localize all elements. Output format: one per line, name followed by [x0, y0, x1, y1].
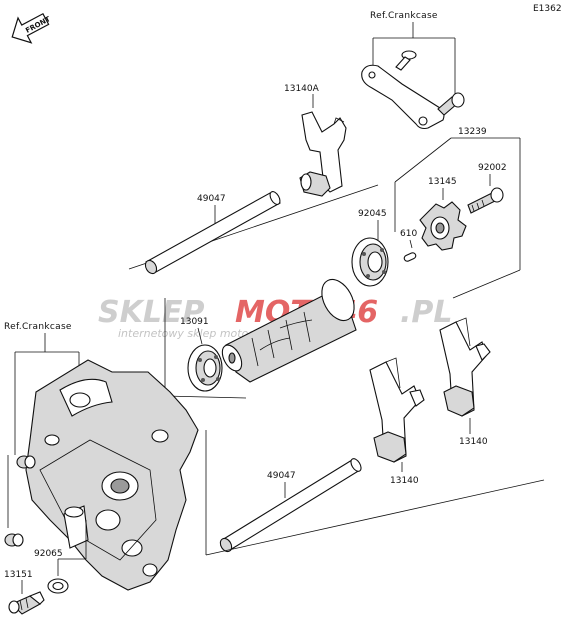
bolt-top-small	[395, 50, 417, 71]
plug-lower	[4, 533, 24, 547]
fork-shaft-49047-top	[144, 191, 281, 275]
shift-drum-13091	[221, 278, 357, 383]
front-arrow-icon: FRONT	[11, 12, 52, 44]
bolt-92002	[467, 187, 504, 214]
diagram-code: E1362	[533, 4, 562, 14]
bolt-top-right	[437, 92, 465, 116]
neutral-switch-13151	[8, 591, 45, 615]
label-13239: 13239	[458, 127, 487, 137]
plug-upper	[16, 455, 36, 469]
fork-shaft-49047-bottom	[219, 458, 362, 553]
label-13151: 13151	[4, 570, 33, 580]
label-13140-right: 13140	[459, 437, 488, 447]
shift-fork-13140A	[299, 111, 347, 197]
leader-92065	[57, 520, 87, 576]
label-610: 610	[400, 229, 417, 239]
watermark-brand-a: SKLEP	[98, 295, 204, 330]
ref-crankcase-top: Ref.Crankcase	[370, 11, 438, 21]
bearing-92045	[351, 237, 389, 287]
washer-92065	[47, 578, 69, 594]
leader-13091	[197, 327, 203, 345]
crankcase-section	[25, 359, 199, 591]
leader-610	[409, 239, 413, 249]
watermark-brand-c: .PL	[400, 295, 453, 330]
label-92045: 92045	[358, 209, 387, 219]
label-13091: 13091	[180, 317, 209, 327]
label-13140A: 13140A	[284, 84, 320, 94]
label-13140-mid: 13140	[390, 476, 419, 486]
label-49047-top: 49047	[197, 194, 226, 204]
pin-610	[403, 252, 417, 262]
bottom-shaft-frame	[205, 430, 545, 556]
label-92065: 92065	[34, 549, 63, 559]
label-13145: 13145	[428, 177, 457, 187]
label-49047-bottom: 49047	[267, 471, 296, 481]
shift-fork-13140-mid	[369, 357, 425, 463]
shift-fork-13140-right	[439, 317, 491, 417]
ref-crankcase-left: Ref.Crankcase	[4, 322, 72, 332]
label-92002: 92002	[478, 163, 507, 173]
bearing-13091-end	[187, 344, 223, 392]
shift-drum-holder-plate	[361, 64, 445, 130]
ref-crankcase-top-bracket	[372, 22, 456, 95]
shift-drum-cam-13145	[419, 201, 467, 251]
